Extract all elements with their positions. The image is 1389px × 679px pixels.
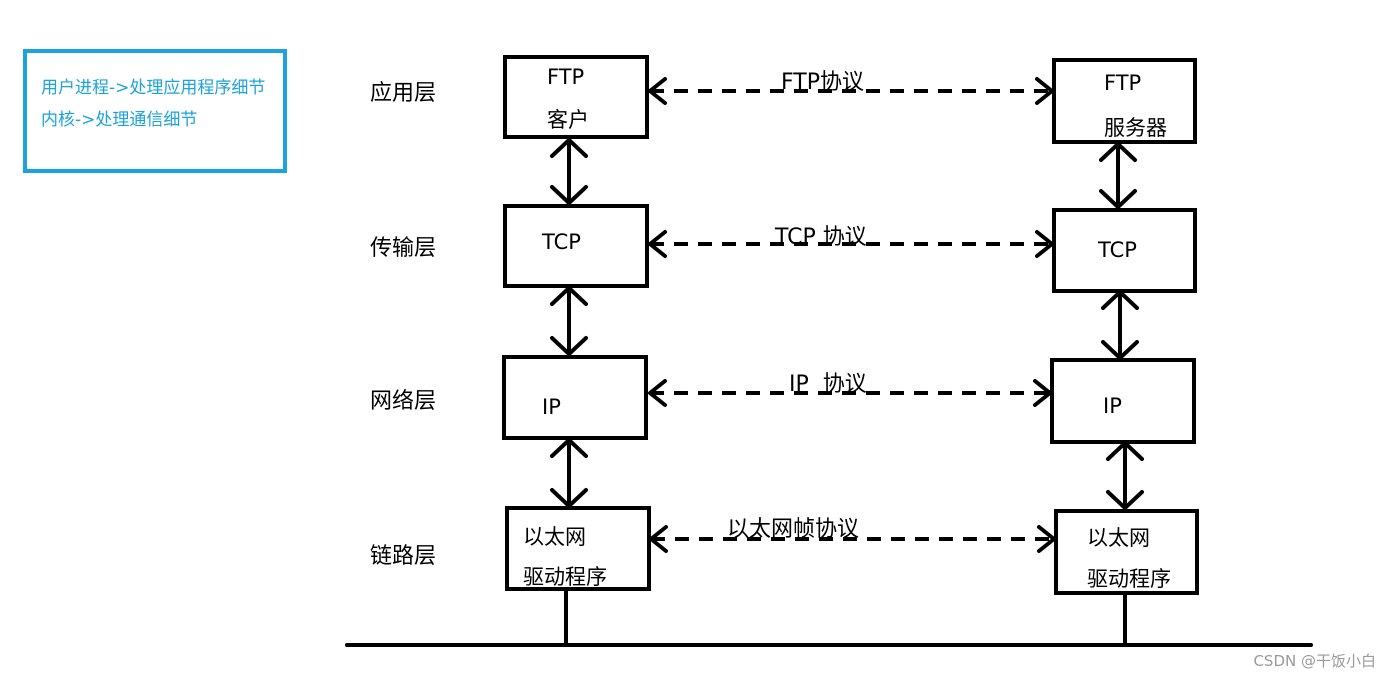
network-protocol-label: IP 协议 xyxy=(789,372,867,397)
application-protocol-label: FTP协议 xyxy=(781,70,864,95)
link-protocol-label: 以太网帧协议 xyxy=(727,517,860,542)
left-tcp-box: TCP xyxy=(503,204,649,288)
left-app-box-line1: FTP xyxy=(547,65,585,89)
right-transport-box-label: TCP xyxy=(1098,238,1137,262)
left-app-box-line2: 客户 xyxy=(547,108,589,132)
left-ip-box: IP xyxy=(502,355,648,440)
left-transport-box-label: TCP xyxy=(542,230,581,254)
right-link-box-line2: 驱动程序 xyxy=(1087,567,1171,591)
right-tcp-box: TCP xyxy=(1052,208,1197,293)
layer-label-transport: 传输层 xyxy=(370,236,437,261)
left-network-box-label: IP xyxy=(542,395,561,419)
right-app-transport-arrow xyxy=(1099,142,1137,209)
left-network-link-arrow xyxy=(550,438,588,508)
left-link-box-line1: 以太网 xyxy=(523,525,586,549)
right-ethernet-driver-box: 以太网 驱动程序 xyxy=(1054,509,1199,595)
note-box: 用户进程->处理应用程序细节 内核->处理通信细节 xyxy=(23,49,287,173)
right-ftp-server-box: FTP 服务器 xyxy=(1052,58,1197,144)
layer-label-network: 网络层 xyxy=(370,389,437,414)
right-network-link-arrow xyxy=(1106,441,1144,510)
transport-protocol-label: TCP 协议 xyxy=(775,225,867,250)
left-app-transport-arrow xyxy=(550,138,588,205)
watermark: CSDN @干饭小白 xyxy=(1253,652,1376,670)
layer-label-application: 应用层 xyxy=(370,81,437,106)
note-line-kernel: 内核->处理通信细节 xyxy=(41,110,198,130)
left-link-box-line2: 驱动程序 xyxy=(523,565,607,589)
right-ip-box: IP xyxy=(1050,358,1196,444)
right-link-box-line1: 以太网 xyxy=(1087,526,1150,550)
layer-label-link: 链路层 xyxy=(370,544,437,569)
right-app-box-line1: FTP xyxy=(1104,71,1142,95)
left-ftp-client-box: FTP 客户 xyxy=(503,55,649,139)
note-line-user-process: 用户进程->处理应用程序细节 xyxy=(41,78,266,98)
left-transport-network-arrow xyxy=(550,286,588,356)
left-ethernet-driver-box: 以太网 驱动程序 xyxy=(505,506,651,591)
right-transport-network-arrow xyxy=(1101,290,1139,360)
right-network-box-label: IP xyxy=(1103,394,1122,418)
right-app-box-line2: 服务器 xyxy=(1104,116,1167,140)
